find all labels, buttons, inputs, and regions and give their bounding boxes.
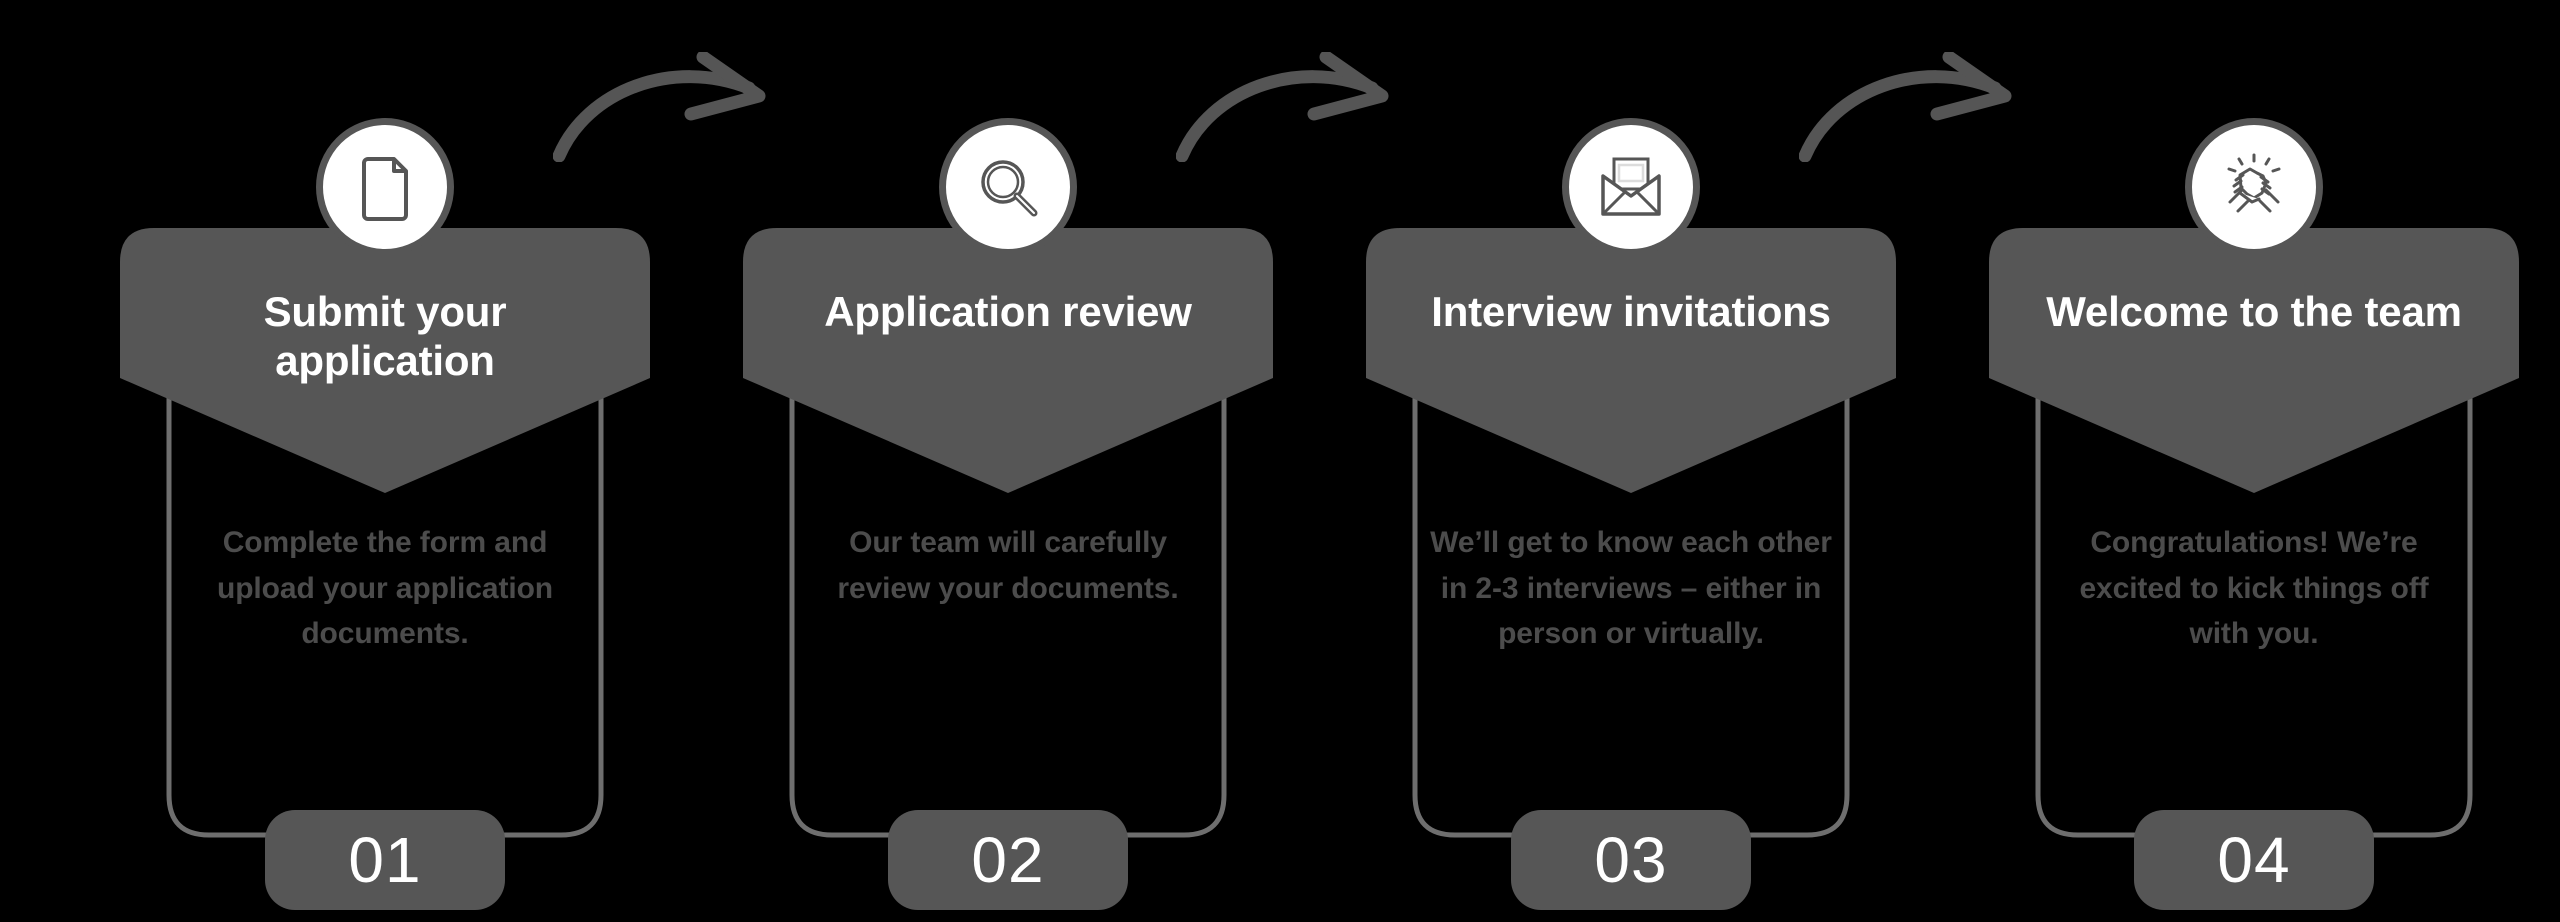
arrow-step-2-to-3 bbox=[1176, 52, 1416, 162]
step-frame-3 bbox=[1411, 235, 1851, 860]
step-frame-4 bbox=[2034, 235, 2474, 860]
step-number-2: 02 bbox=[971, 824, 1045, 896]
document-icon bbox=[316, 118, 454, 256]
process-step-4: Welcome to the team bbox=[1974, 0, 2534, 922]
step-number-3: 03 bbox=[1594, 824, 1668, 896]
arrow-step-1-to-2 bbox=[553, 52, 793, 162]
open-envelope-icon bbox=[1562, 118, 1700, 256]
step-banner-4: Welcome to the team bbox=[1989, 228, 2519, 493]
process-step-3: Interview invitations We’ll get to know … bbox=[1351, 0, 1911, 922]
step-banner-2: Application review bbox=[743, 228, 1273, 493]
step-number-badge-2: 02 bbox=[888, 810, 1128, 910]
step-title-2: Application review bbox=[824, 288, 1192, 335]
banner-shape-3 bbox=[1366, 228, 1896, 493]
step-description-1: Complete the form and upload your applic… bbox=[216, 526, 554, 651]
banner-shape-1 bbox=[120, 228, 650, 493]
step-number-badge-1: 01 bbox=[265, 810, 505, 910]
step-number-4: 04 bbox=[2217, 824, 2291, 896]
step-frame-1 bbox=[165, 235, 605, 860]
handshake-icon bbox=[2185, 118, 2323, 256]
step-title-1: Submit your application bbox=[263, 288, 507, 384]
banner-shape-4 bbox=[1989, 228, 2519, 493]
process-step-2: Application review Our team will careful… bbox=[728, 0, 1288, 922]
arrow-step-3-to-4 bbox=[1799, 52, 2039, 162]
step-number-badge-4: 04 bbox=[2134, 810, 2374, 910]
banner-shape-2 bbox=[743, 228, 1273, 493]
step-number-1: 01 bbox=[348, 824, 422, 896]
step-number-badge-3: 03 bbox=[1511, 810, 1751, 910]
step-frame-2 bbox=[788, 235, 1228, 860]
step-description-3: We’ll get to know each other in 2-3 inte… bbox=[1430, 526, 1832, 651]
magnifier-icon bbox=[939, 118, 1077, 256]
step-banner-1: Submit your application bbox=[120, 228, 650, 493]
step-title-4: Welcome to the team bbox=[2046, 288, 2462, 335]
step-description-2: Our team will carefully review your docu… bbox=[837, 526, 1179, 605]
step-banner-3: Interview invitations bbox=[1366, 228, 1896, 493]
step-title-3: Interview invitations bbox=[1431, 288, 1831, 335]
process-step-1: Submit your application Complete the for… bbox=[105, 0, 665, 922]
step-description-4: Congratulations! We’re excited to kick t… bbox=[2079, 526, 2429, 651]
